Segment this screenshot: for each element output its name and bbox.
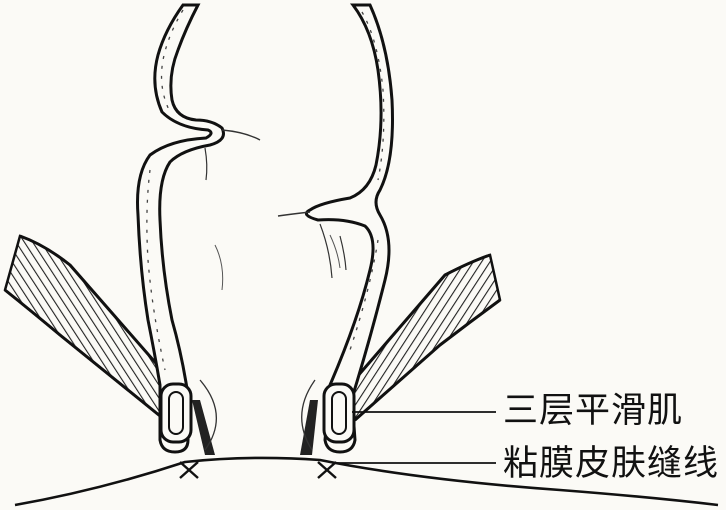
skin-surface (14, 456, 719, 507)
right-muscle-band (348, 253, 502, 423)
muscle-layer-label: 三层平滑肌 (503, 391, 684, 431)
mucosal-folds (204, 129, 347, 279)
suture-stitch-left (179, 461, 199, 479)
suture-line-label: 粘膜皮肤缝线 (503, 444, 720, 484)
tissue-shading (192, 234, 341, 455)
left-muscle-fold (159, 382, 193, 444)
suture-stitch-right (317, 461, 337, 479)
left-muscle-band (3, 234, 177, 423)
right-bowel-wall (304, 3, 394, 454)
left-bowel-wall (136, 3, 225, 454)
right-muscle-fold (322, 382, 356, 444)
